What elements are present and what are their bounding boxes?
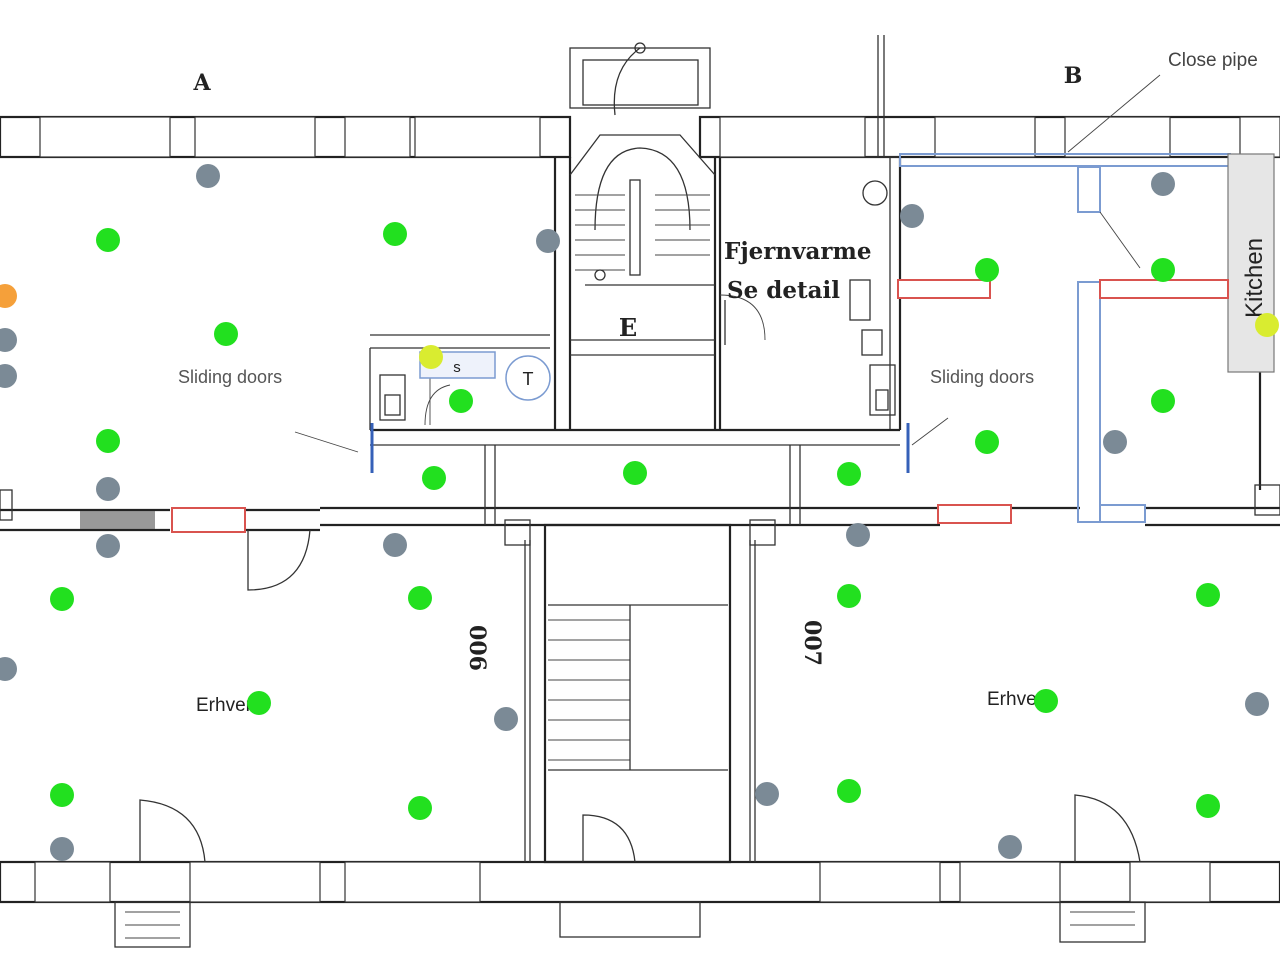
sensor-dot-inactive — [846, 523, 870, 547]
sensor-dot-inactive — [96, 477, 120, 501]
sensor-s-label: s — [453, 359, 461, 376]
sensor-dot-active — [975, 258, 999, 282]
upper-staircase — [569, 42, 766, 345]
close-pipe-label: Close pipe — [1168, 50, 1258, 71]
sensor-dot-inactive — [1103, 430, 1127, 454]
kitchen-area — [899, 153, 1275, 523]
sensor-dot-inactive — [998, 835, 1022, 859]
wing-a-label: A — [192, 70, 211, 96]
sensor-dot-active — [975, 430, 999, 454]
sensor-dot-active — [623, 461, 647, 485]
sensor-dot-active — [96, 228, 120, 252]
labels: A B Close pipe Kitchen Sliding doors Sli… — [178, 50, 1268, 716]
stair-e-label: E — [619, 313, 637, 342]
sensor-dot-active — [422, 466, 446, 490]
thermostat-label: T — [523, 369, 534, 389]
sensor-dot-warning — [0, 284, 17, 308]
sensor-dot-inactive — [0, 328, 17, 352]
sliding-doors-left-label: Sliding doors — [178, 367, 282, 387]
hatched-wall — [80, 511, 155, 529]
sensor-dot-inactive — [536, 229, 560, 253]
room-007-label: 007 — [799, 620, 825, 666]
sensor-dot-active — [1151, 389, 1175, 413]
sensor-dot-active — [50, 783, 74, 807]
sensor-dot-inactive — [50, 837, 74, 861]
sensor-dot-inactive — [1245, 692, 1269, 716]
sensor-dot-active — [1151, 258, 1175, 282]
sensor-dot-active — [408, 586, 432, 610]
thermostat-icon — [505, 355, 551, 401]
sensor-dot-active — [408, 796, 432, 820]
se-detail-label: Se detail — [727, 277, 840, 304]
windows — [34, 35, 1280, 903]
sensor-dot-active — [96, 429, 120, 453]
sensor-dot-active — [449, 389, 473, 413]
sensor-dot-active — [1196, 583, 1220, 607]
sliding-door-markers — [294, 74, 1161, 473]
sensor-dot-active — [837, 779, 861, 803]
sensor-dot-highlight — [1255, 313, 1279, 337]
red-doors — [171, 279, 1229, 533]
sliding-doors-right-label: Sliding doors — [930, 367, 1034, 387]
sensor-dot-inactive — [196, 164, 220, 188]
doors — [80, 511, 1146, 948]
room-006-label: 006 — [464, 625, 490, 671]
sensor-dot-active — [50, 587, 74, 611]
sensor-dot-active — [214, 322, 238, 346]
sensor-dot-active — [1196, 794, 1220, 818]
lower-staircase — [548, 604, 728, 863]
sensor-dot-inactive — [383, 533, 407, 557]
sensor-dot-active — [837, 462, 861, 486]
sensor-dot-inactive — [494, 707, 518, 731]
sensor-dot-highlight — [419, 345, 443, 369]
sensor-dot-active — [247, 691, 271, 715]
wing-b-label: B — [1064, 63, 1083, 89]
fjernvarme-label: Fjernvarme — [724, 238, 871, 265]
sensor-dot-inactive — [0, 364, 17, 388]
sensor-dot-inactive — [1151, 172, 1175, 196]
sensor-dot-active — [1034, 689, 1058, 713]
sensor-dot-active — [383, 222, 407, 246]
sensor-dot-inactive — [96, 534, 120, 558]
erhverv-left-label: Erhverv — [196, 695, 262, 716]
sensor-dot-inactive — [0, 657, 17, 681]
utility-block — [379, 180, 896, 426]
kitchen-label: Kitchen — [1241, 238, 1268, 318]
sensor-dot-inactive — [755, 782, 779, 806]
sensor-dots — [0, 164, 1279, 861]
sensor-dot-inactive — [900, 204, 924, 228]
sensor-dot-active — [837, 584, 861, 608]
